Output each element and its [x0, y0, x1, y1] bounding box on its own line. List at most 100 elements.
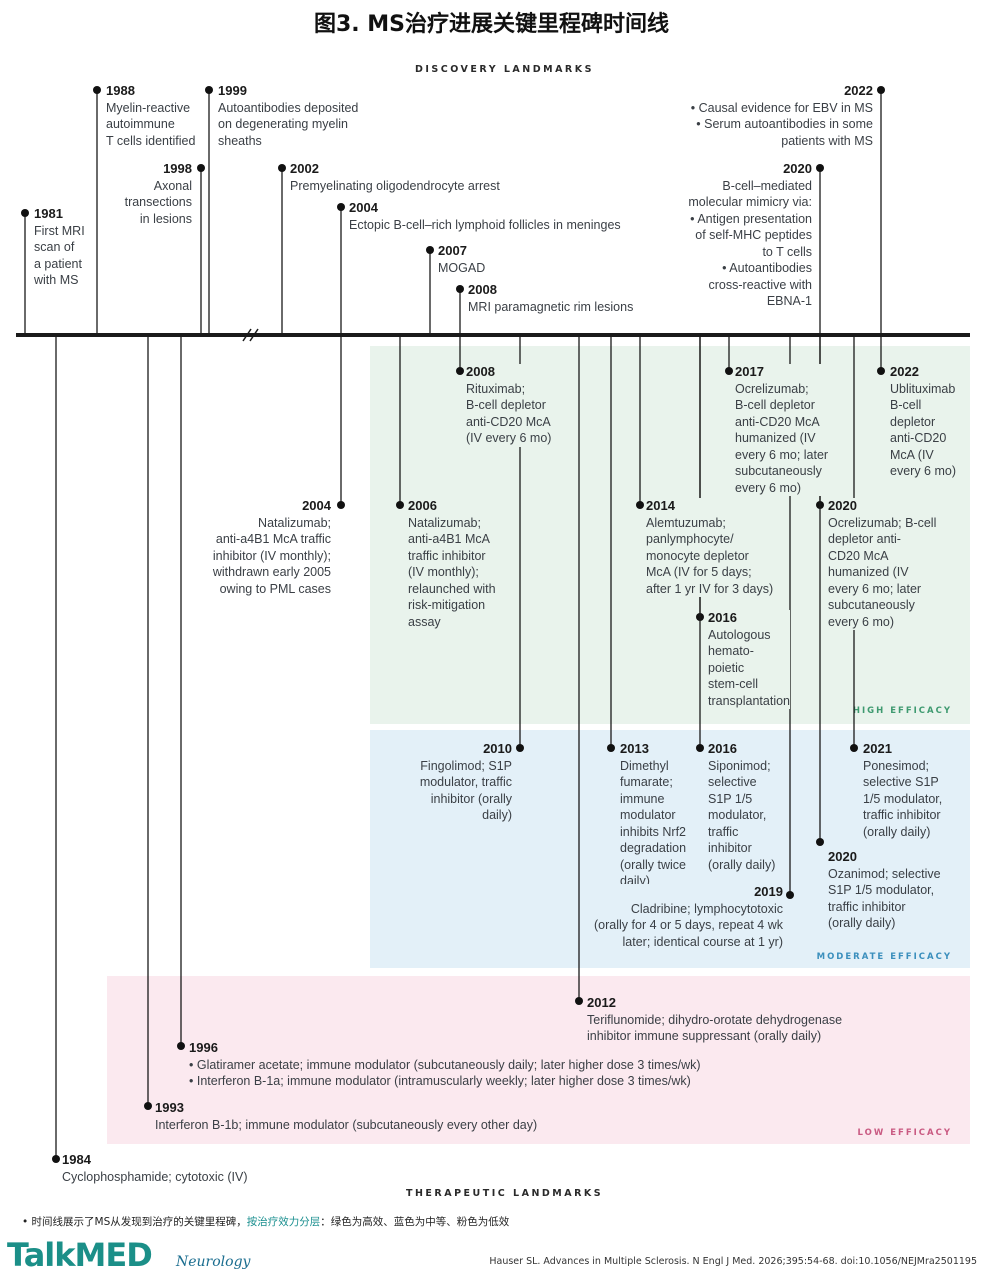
entry-text: • Interferon B-1a; immune modulator (int…: [189, 1074, 691, 1088]
therapy-dot: [636, 501, 644, 509]
entry-text: of self-MHC peptides: [695, 228, 812, 242]
entry-text: Natalizumab;: [258, 515, 331, 530]
therapeutic-landmarks-label: THERAPEUTIC LANDMARKS: [406, 1188, 604, 1199]
entry-text: Ocrelizumab;: [735, 381, 809, 396]
entry-text: on degenerating myelin: [218, 117, 348, 131]
entry-text: CD20 McA: [828, 548, 889, 563]
entry-text: with MS: [34, 273, 79, 287]
therapy-dot: [696, 744, 704, 752]
year-label: 2020: [828, 849, 857, 864]
low-efficacy-band: LOW EFFICACY: [107, 976, 970, 1144]
entry-text: humanized (IV: [828, 565, 909, 579]
entry-text: traffic inhibitor: [408, 548, 486, 563]
entry-text: stem-cell: [708, 677, 759, 691]
discovery-dot: [816, 164, 824, 172]
entry-text: anti-a4B1 McA: [408, 532, 490, 546]
entry-text: inhibitor: [708, 841, 752, 855]
entry-text: assay: [408, 614, 441, 629]
moderate-efficacy-label: MODERATE EFFICACY: [816, 952, 952, 962]
entry-text: every 6 mo): [890, 464, 956, 478]
entry-text: inhibitor (orally: [430, 791, 512, 806]
axis-break-mark: [249, 328, 259, 342]
therapy-dot: [725, 367, 733, 375]
therapy-1996-glatiramer-interferon: 1996• Glatiramer acetate; immune modulat…: [189, 1040, 701, 1090]
year-label: 2002: [290, 161, 319, 176]
entry-text: MRI paramagnetic rim lesions: [468, 299, 634, 314]
discovery-dot: [197, 164, 205, 172]
therapy-dot: [877, 367, 885, 375]
therapy-dot: [516, 744, 524, 752]
entry-text: poietic: [708, 660, 745, 675]
therapy-dot: [144, 1102, 152, 1110]
entry-text: B-cell depletor: [735, 398, 815, 412]
entry-text: anti-CD20 McA: [735, 414, 820, 429]
discovery-landmarks-label: DISCOVERY LANDMARKS: [415, 64, 594, 75]
year-label: 1981: [34, 206, 63, 221]
entry-text: Cyclophosphamide; cytotoxic (IV): [62, 1169, 248, 1184]
entry-text: (orally for 4 or 5 days, repeat 4 wk: [594, 918, 783, 932]
entry-text: transplantation: [708, 693, 791, 708]
year-label: 2013: [620, 741, 649, 756]
therapy-dot: [456, 367, 464, 375]
footer-note-prefix: • 时间线展示了MS从发现到治疗的关键里程碑，: [22, 1216, 247, 1228]
entry-text: inhibitor immune suppressant (orally dai…: [587, 1029, 822, 1043]
entry-text: scan of: [34, 240, 75, 254]
entry-text: Myelin-reactive: [106, 100, 191, 115]
year-label: 2006: [408, 498, 437, 513]
discovery-dot: [205, 86, 213, 94]
entry-text: panlymphocyte/: [646, 532, 734, 546]
entry-text: humanized (IV: [735, 431, 816, 445]
year-label: 2017: [735, 364, 764, 379]
axis-break-mark: [242, 328, 252, 342]
year-label: 2004: [349, 200, 378, 215]
year-label: 2021: [863, 741, 892, 756]
entry-text: autoimmune: [106, 117, 175, 131]
entry-text: depletor: [890, 414, 936, 429]
therapy-dot: [52, 1155, 60, 1163]
year-label: 2022: [844, 83, 873, 98]
entry-text: modulator,: [708, 808, 767, 822]
entry-text: B-cell–mediated: [722, 178, 812, 193]
entry-text: monocyte depletor: [646, 548, 749, 563]
entry-text: Interferon B-1b; immune modulator (subcu…: [155, 1117, 538, 1132]
entry-text: every 6 mo): [735, 480, 801, 495]
entry-text: • Antigen presentation: [690, 211, 812, 226]
entry-text: (orally daily): [708, 857, 776, 872]
entry-text: transections: [124, 195, 192, 209]
entry-text: later; identical course at 1 yr): [622, 934, 784, 949]
entry-text: withdrawn early 2005: [212, 565, 331, 579]
therapy-dot: [850, 744, 858, 752]
entry-text: (IV every 6 mo): [466, 431, 552, 445]
year-label: 2004: [302, 498, 331, 513]
year-label: 2020: [783, 161, 812, 176]
entry-text: anti-a4B1 McA traffic: [215, 532, 331, 546]
entry-text: inhibitor (IV monthly);: [212, 548, 331, 563]
entry-text: Natalizumab;: [408, 515, 481, 530]
entry-text: EBNA-1: [766, 294, 812, 308]
entry-text: every 6 mo; later: [828, 581, 922, 596]
entry-text: after 1 yr IV for 3 days): [646, 581, 774, 596]
entry-text: • Autoantibodies: [722, 261, 812, 275]
entry-text: • Serum autoantibodies in some: [696, 117, 873, 131]
entry-text: molecular mimicry via:: [688, 195, 812, 209]
therapy-dot: [607, 744, 615, 752]
entry-text: sheaths: [218, 133, 262, 148]
year-label: 2020: [828, 498, 857, 513]
entry-text: patients with MS: [781, 133, 873, 148]
entry-text: Fingolimod; S1P: [420, 758, 512, 773]
therapy-dot: [575, 997, 583, 1005]
entry-text: Autologous: [708, 627, 771, 642]
